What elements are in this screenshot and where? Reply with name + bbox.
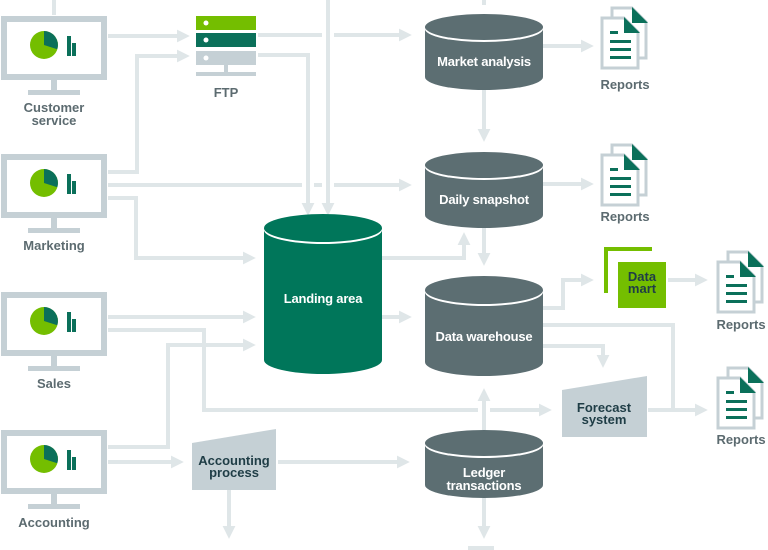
connector-landing-snapshot xyxy=(382,232,471,260)
bar-icon xyxy=(67,450,71,470)
cylinder-top xyxy=(425,430,543,456)
source-label: service xyxy=(32,113,77,128)
cylinder-body xyxy=(425,290,543,376)
cylinder-body xyxy=(425,165,543,228)
forecast-system-label-2: system xyxy=(582,412,627,427)
connector-mkt-ftp xyxy=(108,49,190,174)
reports-label: Reports xyxy=(600,77,649,92)
cylinder-top xyxy=(425,276,543,304)
reports-label: Reports xyxy=(600,209,649,224)
reports-forecast[interactable]: Reports xyxy=(716,366,766,447)
server-stack-icon xyxy=(196,16,256,76)
source-label: Marketing xyxy=(23,238,84,253)
database-landing-area[interactable]: Landing area xyxy=(264,214,382,374)
accounting-process-label-2: process xyxy=(209,465,259,480)
document-stack-icon xyxy=(716,250,764,314)
accounting-process-shape xyxy=(192,429,276,490)
database-label: Ledger xyxy=(463,465,505,480)
database-label: Landing area xyxy=(284,291,363,306)
bar-icon xyxy=(67,36,71,56)
database-label: transactions xyxy=(447,478,522,493)
data-mart-front xyxy=(618,262,666,308)
database-label: Daily snapshot xyxy=(439,192,530,207)
source-marketing[interactable]: Marketing xyxy=(1,154,107,253)
reports-market[interactable]: Reports xyxy=(600,6,650,92)
reports-snapshot[interactable]: Reports xyxy=(600,143,650,224)
monitor-chart-icon xyxy=(1,292,107,371)
forecast-system-shape xyxy=(562,376,647,437)
connector-acct-landing xyxy=(108,338,256,449)
database-daily-snapshot[interactable]: Daily snapshot xyxy=(425,152,543,228)
ftp-label: FTP xyxy=(214,85,239,100)
source-label: Customer xyxy=(24,100,85,115)
cylinder-top xyxy=(425,152,543,178)
monitor-chart-icon xyxy=(1,154,107,233)
cylinder-body xyxy=(425,27,543,90)
connector-mkt-landing xyxy=(108,196,256,265)
source-label: Accounting xyxy=(18,515,90,530)
bar-icon xyxy=(67,312,71,332)
accounting-process[interactable]: Accounting process xyxy=(192,429,276,490)
source-label: Sales xyxy=(37,376,71,391)
database-label: Data warehouse xyxy=(436,329,533,344)
connector-warehouse-reports xyxy=(543,323,675,410)
monitor-chart-icon xyxy=(1,16,107,95)
source-sales[interactable]: Sales xyxy=(1,292,107,391)
accounting-process-label-1: Accounting xyxy=(198,453,270,468)
connector-sales-forecast xyxy=(108,328,548,410)
bar-icon xyxy=(67,174,71,194)
source-accounting[interactable]: Accounting xyxy=(1,430,107,530)
bottom-stub xyxy=(468,546,494,550)
cylinder-body xyxy=(264,228,382,374)
reports-label: Reports xyxy=(716,432,765,447)
reports-datamart[interactable]: Reports xyxy=(716,250,766,332)
connector-warehouse-datamart xyxy=(543,273,594,310)
document-stack-icon xyxy=(600,143,648,207)
data-mart-label-1: Data xyxy=(628,269,657,284)
database-label: Market analysis xyxy=(437,54,531,69)
cylinder-top xyxy=(264,214,382,242)
connector-ftp-landing xyxy=(258,53,315,216)
document-stack-icon xyxy=(600,6,648,70)
monitor-chart-icon xyxy=(1,430,107,509)
cylinder-body xyxy=(425,443,543,498)
document-stack-icon xyxy=(716,366,764,430)
forecast-system-label-1: Forecast xyxy=(577,400,632,415)
connector-warehouse-forecast xyxy=(543,344,610,368)
database-data-warehouse[interactable]: Data warehouse xyxy=(425,276,543,376)
data-mart-label-2: mart xyxy=(628,281,657,296)
cylinder-top xyxy=(425,14,543,40)
flow-connectors xyxy=(52,0,708,550)
ftp-server[interactable]: FTP xyxy=(196,16,256,100)
data-mart[interactable]: Data mart xyxy=(604,247,666,308)
reports-label: Reports xyxy=(716,317,765,332)
forecast-system[interactable]: Forecast system xyxy=(562,376,647,437)
database-market-analysis[interactable]: Market analysis xyxy=(425,14,543,90)
